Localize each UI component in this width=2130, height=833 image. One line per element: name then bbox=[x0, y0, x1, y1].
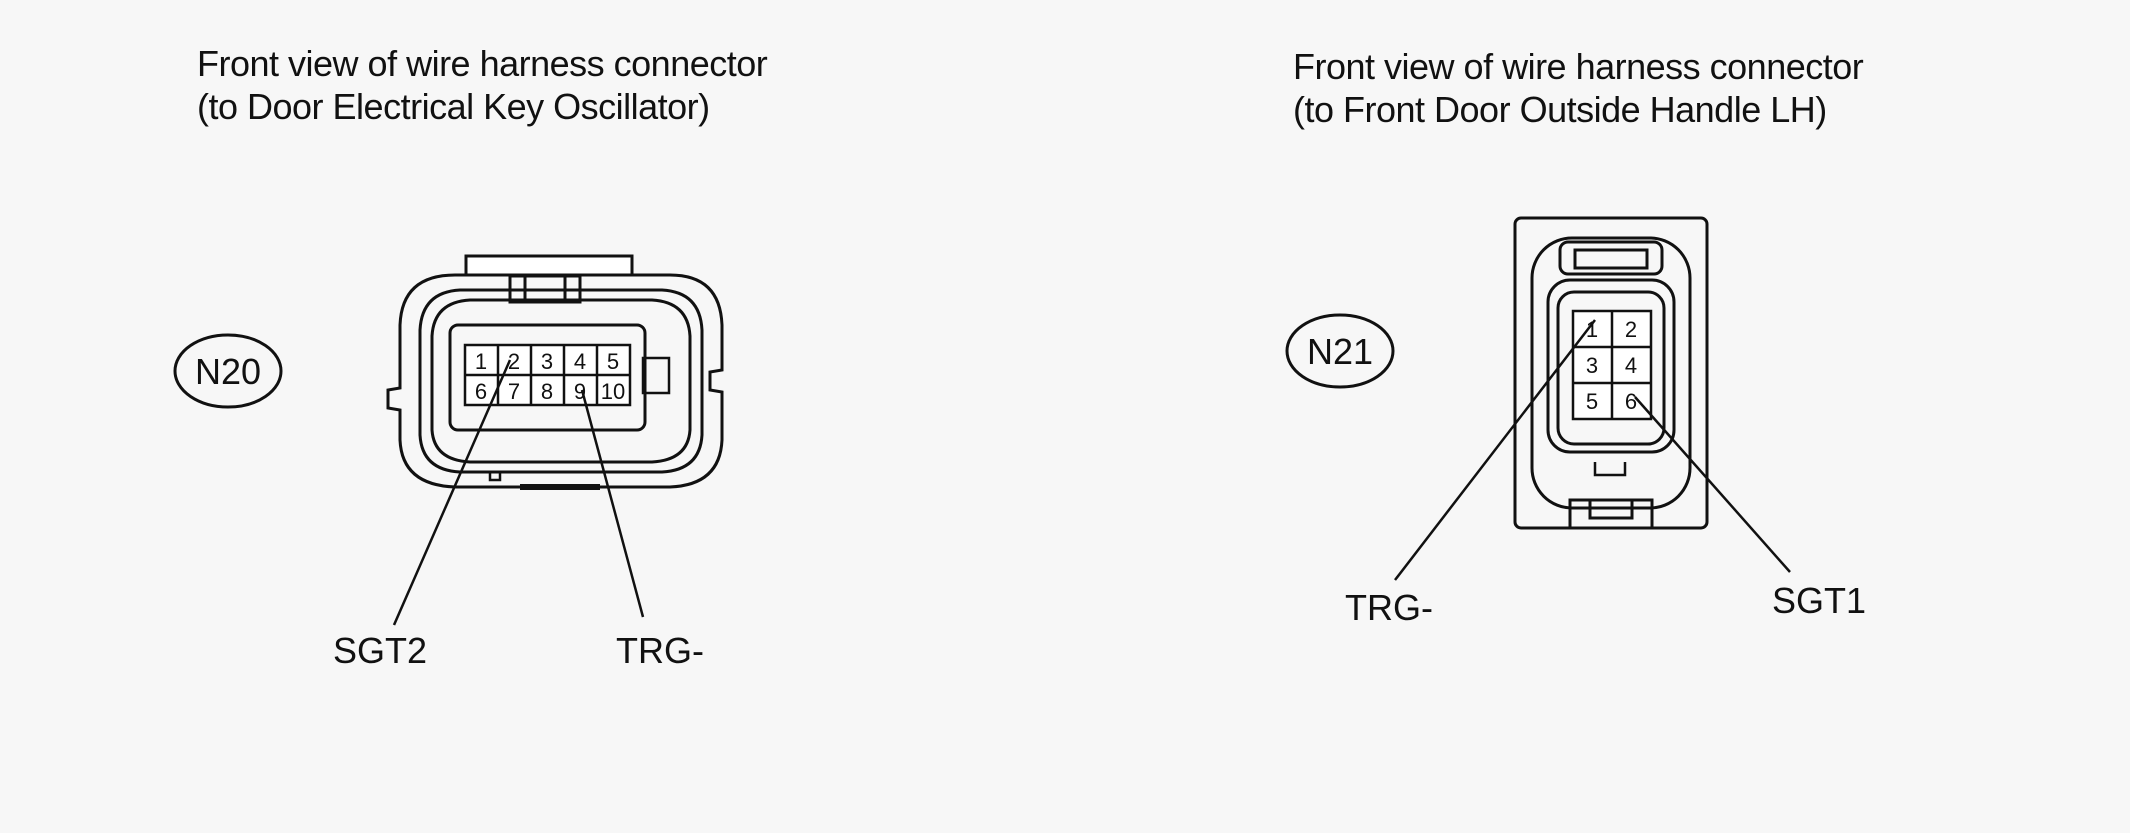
n21-pin-4: 4 bbox=[1625, 353, 1637, 378]
n20-leader-trg bbox=[580, 389, 645, 618]
n20-pin-8: 8 bbox=[541, 379, 553, 404]
n20-pin-10: 10 bbox=[601, 379, 625, 404]
n20-leader-sgt2 bbox=[392, 359, 512, 626]
n21-label-trg: TRG- bbox=[1345, 587, 1433, 628]
n21-leader-sgt1 bbox=[1634, 396, 1791, 573]
n20-pin-grid bbox=[463, 343, 632, 407]
n21-label-sgt1: SGT1 bbox=[1772, 580, 1866, 621]
n21-pin-6: 6 bbox=[1625, 389, 1637, 414]
n21-pin-5: 5 bbox=[1586, 389, 1598, 414]
n20-pin-4: 4 bbox=[574, 349, 586, 374]
n21-pin-2: 2 bbox=[1625, 317, 1637, 342]
n21-pin-1: 1 bbox=[1586, 317, 1598, 342]
n20-code-oval bbox=[173, 333, 283, 409]
n20-caption: Front view of wire harness connector (to… bbox=[197, 42, 768, 128]
n20-pin-2: 2 bbox=[508, 349, 520, 374]
n21-pin-3: 3 bbox=[1586, 353, 1598, 378]
n20-label-trg: TRG- bbox=[616, 630, 704, 671]
n20-pin-1: 1 bbox=[475, 349, 487, 374]
n20-code: N20 bbox=[195, 351, 261, 392]
n21-leader-trg bbox=[1394, 319, 1596, 581]
n21-caption: Front view of wire harness connector (to… bbox=[1293, 45, 1864, 131]
n20-pin-7: 7 bbox=[508, 379, 520, 404]
n20-caption-line2: (to Door Electrical Key Oscillator) bbox=[197, 86, 710, 127]
n21-code-oval bbox=[1285, 313, 1395, 389]
n20-pin-5: 5 bbox=[607, 349, 619, 374]
n21-caption-line1: Front view of wire harness connector bbox=[1293, 46, 1864, 87]
n21-code: N21 bbox=[1307, 331, 1373, 372]
n21-pin-labels: 1 2 3 4 5 6 bbox=[1586, 317, 1637, 414]
n20-pin-labels: 1 2 3 4 5 6 7 8 9 10 bbox=[475, 349, 625, 404]
n21-caption-line2: (to Front Door Outside Handle LH) bbox=[1293, 89, 1827, 130]
n20-pin-6: 6 bbox=[475, 379, 487, 404]
n20-label-sgt2: SGT2 bbox=[333, 630, 427, 671]
n20-caption-line1: Front view of wire harness connector bbox=[197, 43, 768, 84]
n20-pin-3: 3 bbox=[541, 349, 553, 374]
